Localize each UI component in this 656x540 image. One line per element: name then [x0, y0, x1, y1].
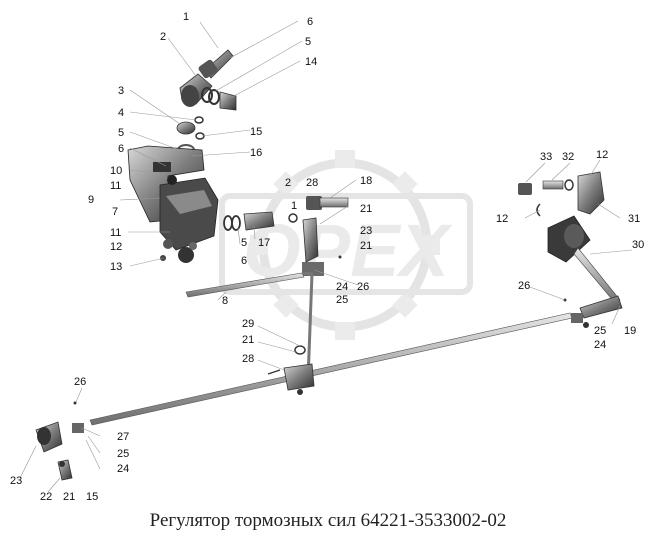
callout: 15 — [250, 126, 262, 138]
callout: 14 — [305, 56, 317, 68]
leader-lines — [19, 20, 633, 493]
callout: 1 — [291, 200, 297, 212]
callout: 21 — [360, 240, 372, 252]
callout: 28 — [306, 177, 318, 189]
callout: 6 — [241, 255, 247, 267]
callout: 22 — [40, 491, 52, 503]
rod-8 — [185, 271, 314, 381]
callout: 8 — [222, 295, 228, 307]
callout: 24 — [117, 463, 129, 475]
callout: 9 — [88, 194, 94, 206]
callout: 13 — [110, 261, 122, 273]
callout: 21 — [63, 491, 75, 503]
callout: 24 — [594, 339, 606, 351]
callout: 19 — [624, 325, 636, 337]
bolt-18 — [306, 196, 349, 210]
callout: 10 — [110, 165, 122, 177]
union-14 — [219, 91, 237, 111]
callout: 5 — [241, 237, 247, 249]
joint-left — [35, 421, 84, 481]
callout: 16 — [250, 147, 262, 159]
callout: 12 — [110, 241, 122, 253]
callout: 6 — [307, 16, 313, 28]
callout: 4 — [118, 107, 124, 119]
watermark-logo: OPEX — [219, 150, 473, 340]
rubber-arm-30 — [547, 215, 623, 328]
watermark-frame — [219, 193, 473, 295]
callout: 17 — [258, 237, 270, 249]
callout: 11 — [110, 227, 121, 239]
callout: 28 — [242, 353, 254, 365]
watermark-gear-teeth — [250, 150, 440, 340]
callout: 29 — [242, 318, 254, 330]
callout: 15 — [86, 491, 98, 503]
orings-top — [201, 87, 220, 105]
callout: 25 — [336, 294, 348, 306]
regulator-valve-body — [127, 145, 219, 263]
callout: 31 — [628, 213, 640, 225]
callout: 30 — [632, 239, 644, 251]
callout: 23 — [360, 225, 372, 237]
callout: 5 — [305, 36, 311, 48]
callout-labels: 1 2 6 5 14 3 4 5 15 6 16 10 11 9 7 11 12… — [10, 11, 644, 503]
callout: 12 — [496, 213, 508, 225]
callout: 6 — [118, 143, 124, 155]
fitting-top — [179, 49, 234, 107]
small-pins — [73, 255, 567, 405]
diagram-title: Регулятор тормозных сил 64221-3533002-02 — [149, 510, 507, 531]
callout: 21 — [360, 203, 372, 215]
clamp-middle — [283, 345, 315, 395]
callout: 25 — [117, 448, 129, 460]
callout: 24 — [336, 281, 348, 293]
callout: 25 — [594, 325, 606, 337]
callout: 32 — [562, 151, 574, 163]
callout: 26 — [357, 281, 369, 293]
callout: 3 — [118, 85, 124, 97]
callout: 7 — [112, 206, 118, 218]
callout: 5 — [118, 127, 124, 139]
bracket-right — [518, 171, 605, 217]
callout: 33 — [540, 151, 552, 163]
callout: 18 — [360, 175, 372, 187]
callout: 26 — [74, 376, 86, 388]
callout: 11 — [110, 180, 121, 192]
callout: 27 — [117, 431, 129, 443]
callout: 26 — [518, 280, 530, 292]
callout: 2 — [160, 31, 166, 43]
callout: 1 — [183, 11, 189, 23]
callout: 21 — [242, 334, 254, 346]
callout: 12 — [596, 149, 608, 161]
callout: 23 — [10, 475, 22, 487]
callout: 2 — [285, 177, 291, 189]
fitting-17 — [223, 211, 275, 231]
